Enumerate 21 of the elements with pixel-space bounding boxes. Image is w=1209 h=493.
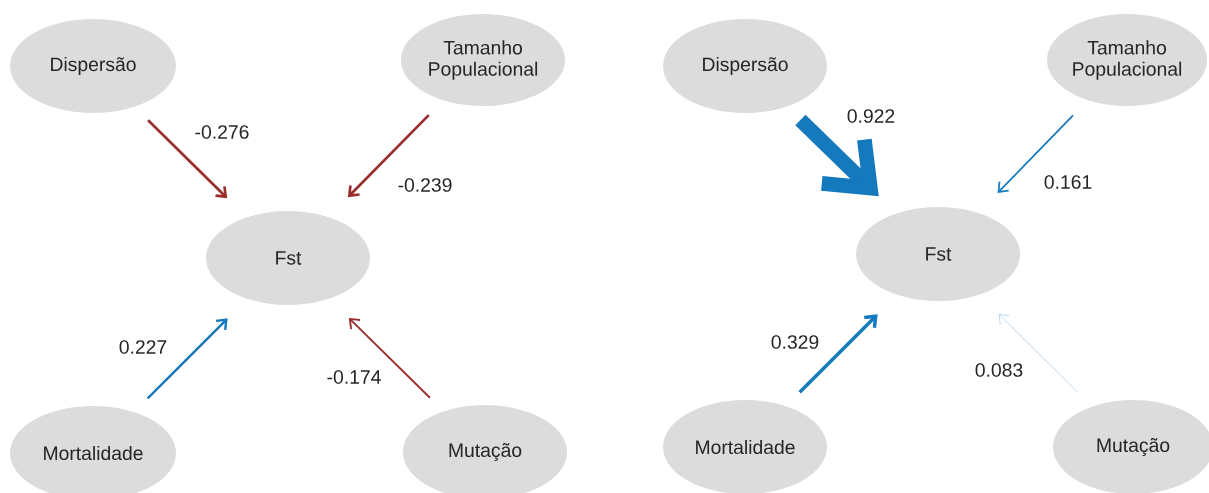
ellipse-node: Tamanho Populacional (401, 14, 565, 106)
arrow (146, 318, 228, 400)
arrow (997, 114, 1074, 193)
arrow (798, 314, 878, 394)
ellipse-node: Tamanho Populacional (1047, 14, 1207, 106)
ellipse-node: Fst (206, 211, 370, 305)
edge-label: -0.276 (193, 123, 251, 141)
edge-label: -0.174 (325, 368, 383, 386)
edge-label: -0.239 (396, 176, 454, 194)
edge-label: 0.922 (845, 107, 897, 125)
ellipse-node: Dispersão (663, 19, 827, 113)
ellipse-node: Dispersão (10, 19, 176, 113)
edge-label: 0.227 (117, 338, 169, 356)
arrow (347, 114, 430, 198)
edge-label: 0.161 (1042, 173, 1094, 191)
arrow (348, 317, 431, 399)
arrow (998, 314, 1079, 393)
edge-label: 0.083 (973, 361, 1025, 379)
ellipse-node: Fst (856, 207, 1020, 301)
arrow (147, 119, 228, 199)
edge-label: 0.329 (769, 333, 821, 351)
